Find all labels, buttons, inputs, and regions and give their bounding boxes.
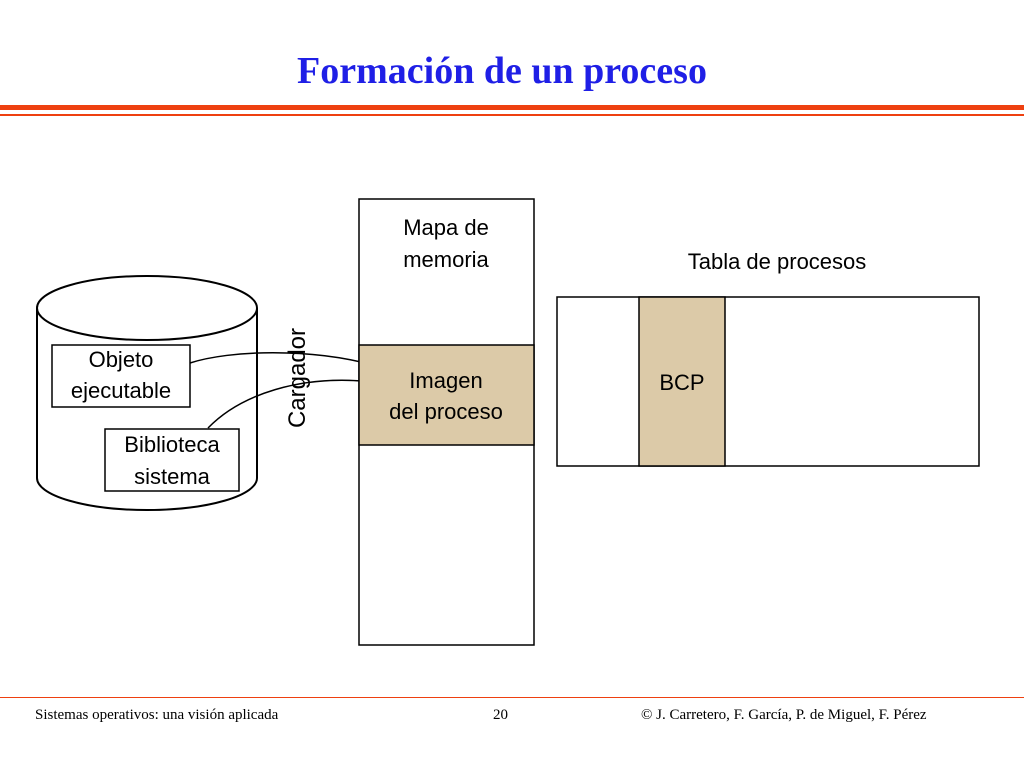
memory-map-label-line1: Mapa de — [403, 215, 489, 240]
title-rule-thick — [0, 105, 1024, 110]
library-label-line1: Biblioteca — [124, 432, 220, 457]
loader-label: Cargador — [284, 328, 311, 428]
system-library-box — [104, 428, 240, 492]
library-label-line2: sistema — [134, 464, 211, 489]
executable-object-box — [51, 344, 191, 408]
slide-title: Formación de un proceso — [297, 50, 707, 92]
executable-label-line2: ejecutable — [71, 378, 171, 403]
bcp-entry — [638, 296, 726, 467]
process-table-label: Tabla de procesos — [688, 249, 867, 274]
title-rule-thin — [0, 114, 1024, 116]
library-load-arrow — [207, 375, 375, 429]
footer-page-number: 20 — [493, 707, 508, 723]
process-table — [556, 296, 980, 467]
bcp-label: BCP — [659, 370, 704, 395]
footer-authors: © J. Carretero, F. García, P. de Miguel,… — [641, 707, 927, 723]
executable-load-arrow — [189, 352, 375, 368]
memory-map-label-line2: memoria — [403, 247, 489, 272]
process-image-label-line1: Imagen — [409, 368, 482, 393]
footer-book-title: Sistemas operativos: una visión aplicada — [35, 707, 279, 723]
process-image-block — [358, 344, 535, 446]
executable-label-line1: Objeto — [89, 347, 154, 372]
process-image-label-line2: del proceso — [389, 399, 503, 424]
footer-rule — [0, 697, 1024, 698]
